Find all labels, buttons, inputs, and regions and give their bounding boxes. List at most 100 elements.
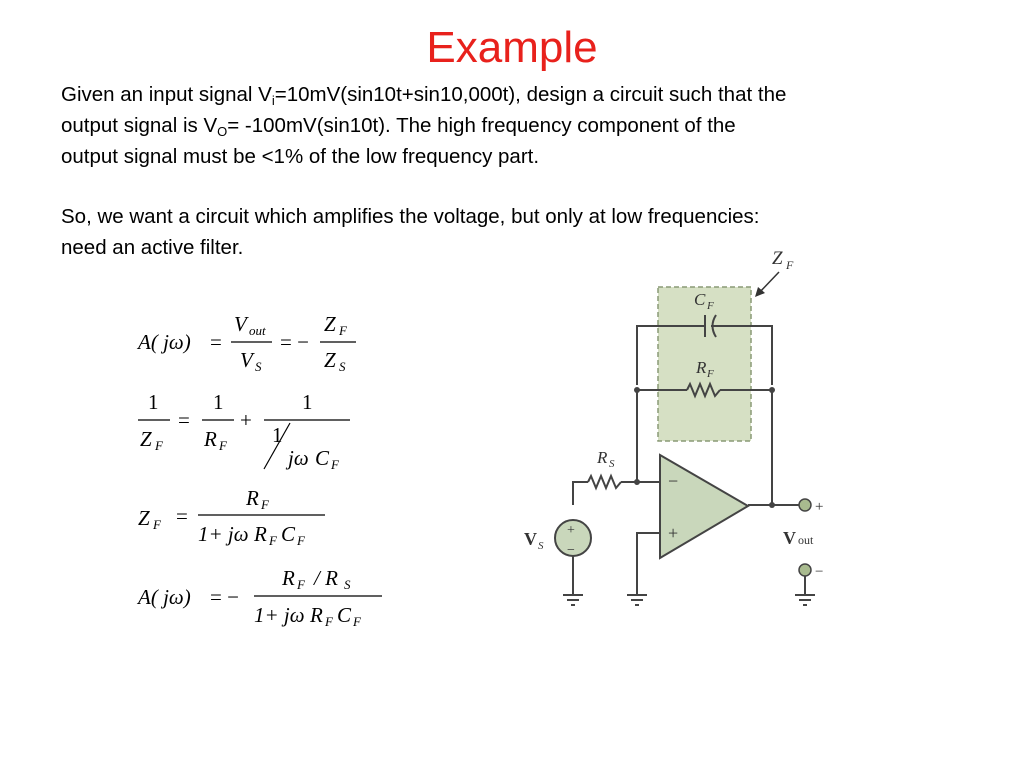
eq1-equals: =	[210, 330, 222, 354]
eq4-den-rsub: F	[324, 614, 334, 629]
rs-resistor-zigzag	[587, 473, 622, 491]
wire-inverting-node	[636, 390, 660, 483]
ground-source-icon	[563, 594, 583, 606]
eq3-den-csub: F	[296, 533, 306, 548]
subscript: O	[217, 124, 228, 139]
eq3-num-sub: F	[260, 497, 270, 512]
eq2-equals: =	[178, 408, 190, 432]
conclusion-line-2: need an active filter.	[61, 236, 244, 259]
eq3-den-c: C	[281, 522, 296, 546]
eq4-num-slash: / R	[313, 566, 338, 590]
eq1-zf-sub: F	[338, 323, 348, 338]
rs-label: R	[596, 448, 608, 467]
eq3-equals: =	[176, 504, 188, 528]
rf-resistor-zigzag	[686, 381, 721, 399]
eq1-zf-z: Z	[324, 312, 336, 336]
op-amp	[659, 453, 750, 560]
eq2-zf-z: Z	[140, 427, 152, 451]
eq3-zf-sub: F	[152, 517, 162, 532]
equation-transfer-function: A( jω) = V out V S = − Z F Z S	[130, 305, 370, 390]
slide-title: Example	[426, 23, 598, 72]
cap-wire-right	[711, 325, 773, 385]
zf-arrow-head	[755, 287, 765, 297]
output-terminal-plus	[798, 498, 812, 512]
eq2-jw: jω	[285, 446, 309, 470]
vs-label: V	[524, 529, 537, 549]
problem-line-3: output signal must be <1% of the low fre…	[61, 145, 540, 168]
eq4-den-pre: 1+ jω	[254, 603, 305, 627]
text-span: Given an input signal V	[61, 83, 272, 106]
equation-1-svg: A( jω) = V out V S = − Z F Z S	[136, 312, 356, 374]
opamp-plus-sign: +	[668, 523, 678, 543]
eq4-lhs: A( jω)	[136, 585, 191, 609]
eq4-den-csub: F	[352, 614, 362, 629]
vout-label: V	[783, 528, 796, 548]
eq4-num-ssub: S	[344, 577, 351, 592]
equation-zf: Z F = R F 1+ jω R F C F	[130, 478, 370, 563]
eq1-neg-equals: = −	[280, 330, 309, 354]
eq4-den-c: C	[337, 603, 352, 627]
eq1-vout-v: V	[234, 312, 249, 336]
eq1-zs-z: Z	[324, 348, 336, 372]
terminal-minus-sign: −	[815, 564, 823, 580]
rs-label-sub: S	[609, 458, 615, 470]
conclusion: So, we want a circuit which amplifies th…	[61, 201, 991, 263]
zf-label-sub: F	[785, 258, 794, 272]
eq2-zf-sub: F	[154, 438, 164, 453]
text-span: =10mV(sin10t+sin10,000t), design a circu…	[274, 83, 787, 106]
zf-label: Z	[772, 248, 783, 269]
eq3-den-r: R	[253, 522, 267, 546]
cf-label-sub: F	[706, 300, 714, 312]
vout-label-sub: out	[798, 533, 814, 547]
equation-2-svg: 1 Z F = 1 R F + 1 1 jω C F	[138, 390, 350, 472]
rf-branch	[637, 381, 772, 399]
eq2-rf-sub: F	[218, 438, 228, 453]
cf-label: C	[694, 290, 706, 309]
eq4-den-r: R	[309, 603, 323, 627]
eq2-cf-c: C	[315, 446, 330, 470]
eq2-num2: 1	[213, 390, 224, 414]
node-output	[769, 502, 775, 508]
node-inverting	[634, 479, 640, 485]
source-plus-sign: +	[567, 523, 575, 538]
equation-3-svg: Z F = R F 1+ jω R F C F	[138, 486, 325, 548]
rf-label-sub: F	[706, 368, 714, 380]
eq2-num1: 1	[148, 390, 159, 414]
equation-impedance-sum: 1 Z F = 1 R F + 1 1 jω C F	[130, 385, 370, 485]
eq1-vs-v: V	[240, 348, 255, 372]
output-terminal-minus	[798, 563, 812, 577]
eq1-vout-sub: out	[249, 323, 266, 338]
active-filter-circuit: Z F C F R F	[524, 248, 823, 606]
eq2-slash	[263, 422, 291, 470]
capacitor-branch	[636, 314, 773, 385]
problem-statement: Given an input signal Vi=10mV(sin10t+sin…	[61, 79, 991, 172]
vs-label-sub: S	[538, 540, 544, 552]
problem-line-2: output signal is VO= -100mV(sin10t). The…	[61, 110, 991, 141]
eq1-lhs: A( jω)	[136, 330, 191, 354]
eq4-neg-equals: = −	[210, 585, 239, 609]
zf-feedback-box	[657, 286, 752, 442]
cap-wire-left	[636, 325, 705, 385]
rf-label: R	[695, 358, 707, 377]
eq3-num-r: R	[245, 486, 259, 510]
terminal-plus-sign: +	[815, 499, 823, 515]
eq2-inner-one: 1	[272, 423, 283, 447]
opamp-minus-sign: −	[668, 471, 678, 491]
ground-opamp-icon	[627, 594, 647, 606]
eq3-zf-z: Z	[138, 506, 150, 530]
subscript: i	[271, 93, 275, 108]
eq3-den-rsub: F	[268, 533, 278, 548]
equation-4-svg: A( jω) = − R F / R S 1+ jω R F C F	[136, 566, 382, 629]
eq2-num3: 1	[302, 390, 313, 414]
voltage-source	[554, 519, 592, 557]
wire-noninverting-ground	[636, 532, 660, 595]
equation-final-transfer: A( jω) = − R F / R S 1+ jω R F C F	[130, 560, 390, 645]
conclusion-line-1: So, we want a circuit which amplifies th…	[61, 205, 760, 228]
wire-source-top	[572, 481, 588, 505]
source-minus-sign: −	[567, 543, 575, 558]
eq2-cf-sub: F	[330, 457, 340, 472]
text-span: output signal is V	[61, 114, 218, 137]
text-span: = -100mV(sin10t). The high frequency com…	[227, 114, 736, 137]
ground-output-icon	[795, 594, 815, 606]
